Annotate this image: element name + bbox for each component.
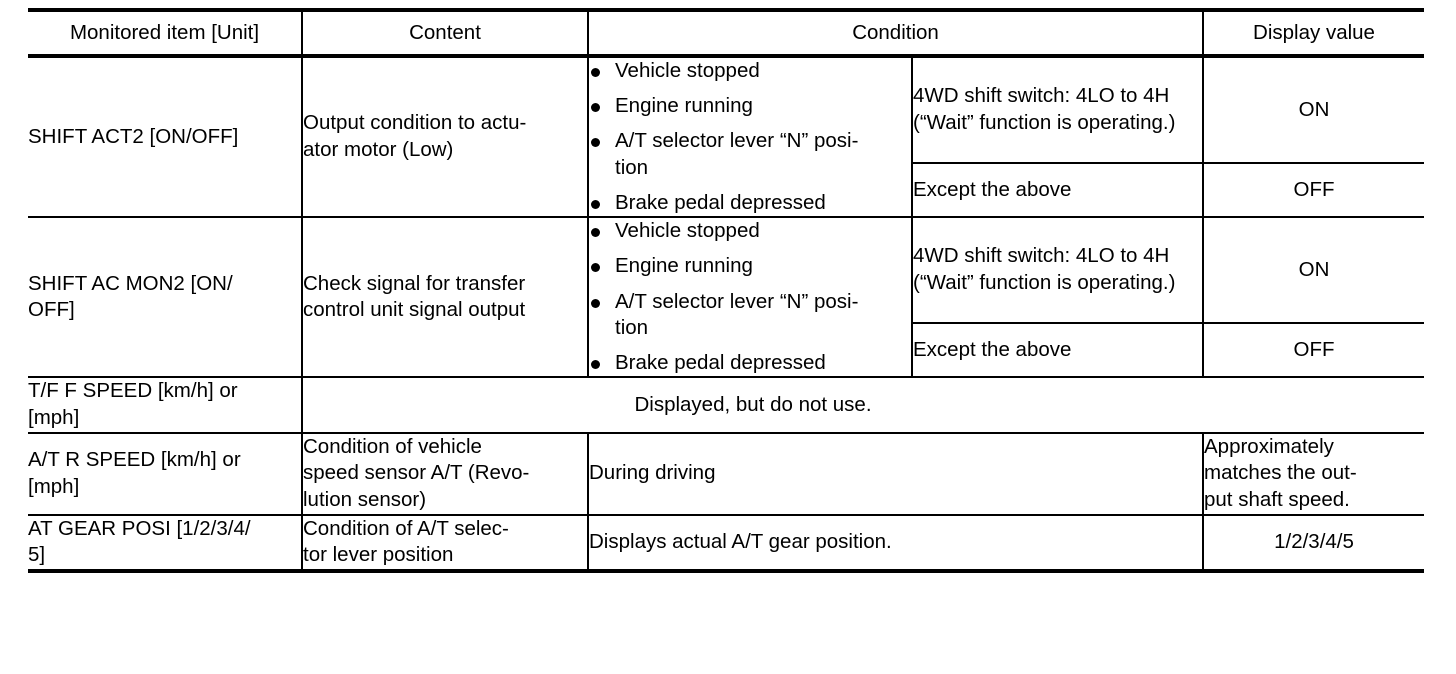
condition-bullet: Vehicle stopped <box>589 218 911 244</box>
table-header: Monitored item [Unit] Content Condition … <box>28 10 1424 56</box>
header-row: Monitored item [Unit] Content Condition … <box>28 10 1424 56</box>
table-row: SHIFT AC MON2 [ON/ OFF] Check signal for… <box>28 217 1424 378</box>
column-header-content: Content <box>301 10 588 56</box>
cell-condition-qualifier: 4WD shift switch: 4LO to 4H (“Wait” func… <box>911 217 1203 324</box>
condition-bullet: Vehicle stopped <box>589 58 911 84</box>
table-row: T/F F SPEED [km/h] or [mph] Displayed, b… <box>28 377 1424 433</box>
cell-content: Output condition to actu- ator motor (Lo… <box>301 56 588 218</box>
cell-display-value: OFF <box>1202 162 1424 218</box>
table-row: SHIFT ACT2 [ON/OFF] Output condition to … <box>28 56 1424 218</box>
condition-bullet-list: Vehicle stopped Engine running A/T selec… <box>589 58 911 216</box>
table-row: A/T R SPEED [km/h] or [mph] Condition of… <box>28 432 1424 515</box>
cell-condition-qualifier: Except the above <box>911 162 1203 218</box>
condition-bullet: Brake pedal depressed <box>589 190 911 216</box>
condition-bullet: A/T selector lever “N” posi- tion <box>589 128 911 180</box>
cell-condition-list: Vehicle stopped Engine running A/T selec… <box>587 217 912 378</box>
cell-condition-text: During driving <box>587 432 1203 515</box>
cell-content: Condition of vehicle speed sensor A/T (R… <box>301 432 588 515</box>
table-body: SHIFT ACT2 [ON/OFF] Output condition to … <box>28 56 1424 571</box>
cell-monitored-item: A/T R SPEED [km/h] or [mph] <box>28 447 241 498</box>
condition-bullet: Brake pedal depressed <box>589 350 911 376</box>
cell-content: Condition of A/T selec- tor lever positi… <box>301 514 588 571</box>
table-row: AT GEAR POSI [1/2/3/4/ 5] Condition of A… <box>28 514 1424 571</box>
table-subrow: Except the above OFF <box>28 162 1424 218</box>
cell-display-value: 1/2/3/4/5 <box>1202 514 1424 571</box>
cell-condition-list: Vehicle stopped Engine running A/T selec… <box>587 56 912 218</box>
cell-display-value: ON <box>1202 56 1424 164</box>
cell-monitored-item: SHIFT AC MON2 [ON/ OFF] <box>28 271 233 322</box>
cell-display-value: Approximately matches the out- put shaft… <box>1202 432 1424 515</box>
cell-monitored-item: SHIFT ACT2 [ON/OFF] <box>28 124 239 148</box>
cell-merged-note: Displayed, but do not use. <box>301 377 1203 433</box>
condition-bullet: A/T selector lever “N” posi- tion <box>589 289 911 341</box>
cell-condition-qualifier: Except the above <box>911 322 1203 378</box>
column-header-display-value: Display value <box>1202 10 1424 56</box>
cell-monitored-item: T/F F SPEED [km/h] or [mph] <box>28 379 238 429</box>
cell-display-value: OFF <box>1202 322 1424 378</box>
cell-display-value: ON <box>1202 217 1424 324</box>
cell-content: Check signal for transfer control unit s… <box>301 217 588 378</box>
condition-bullet-list: Vehicle stopped Engine running A/T selec… <box>589 218 911 376</box>
cell-monitored-item: AT GEAR POSI [1/2/3/4/ 5] <box>28 516 251 567</box>
column-header-condition: Condition <box>587 10 1203 56</box>
condition-bullet: Engine running <box>589 253 911 279</box>
condition-bullet: Engine running <box>589 93 911 119</box>
monitored-item-specification-table: Monitored item [Unit] Content Condition … <box>28 8 1424 573</box>
cell-condition-qualifier: 4WD shift switch: 4LO to 4H (“Wait” func… <box>911 56 1203 164</box>
column-header-monitored-item: Monitored item [Unit] <box>69 20 260 44</box>
table-subrow: Except the above OFF <box>28 322 1424 378</box>
cell-condition-text: Displays actual A/T gear position. <box>587 514 1203 571</box>
